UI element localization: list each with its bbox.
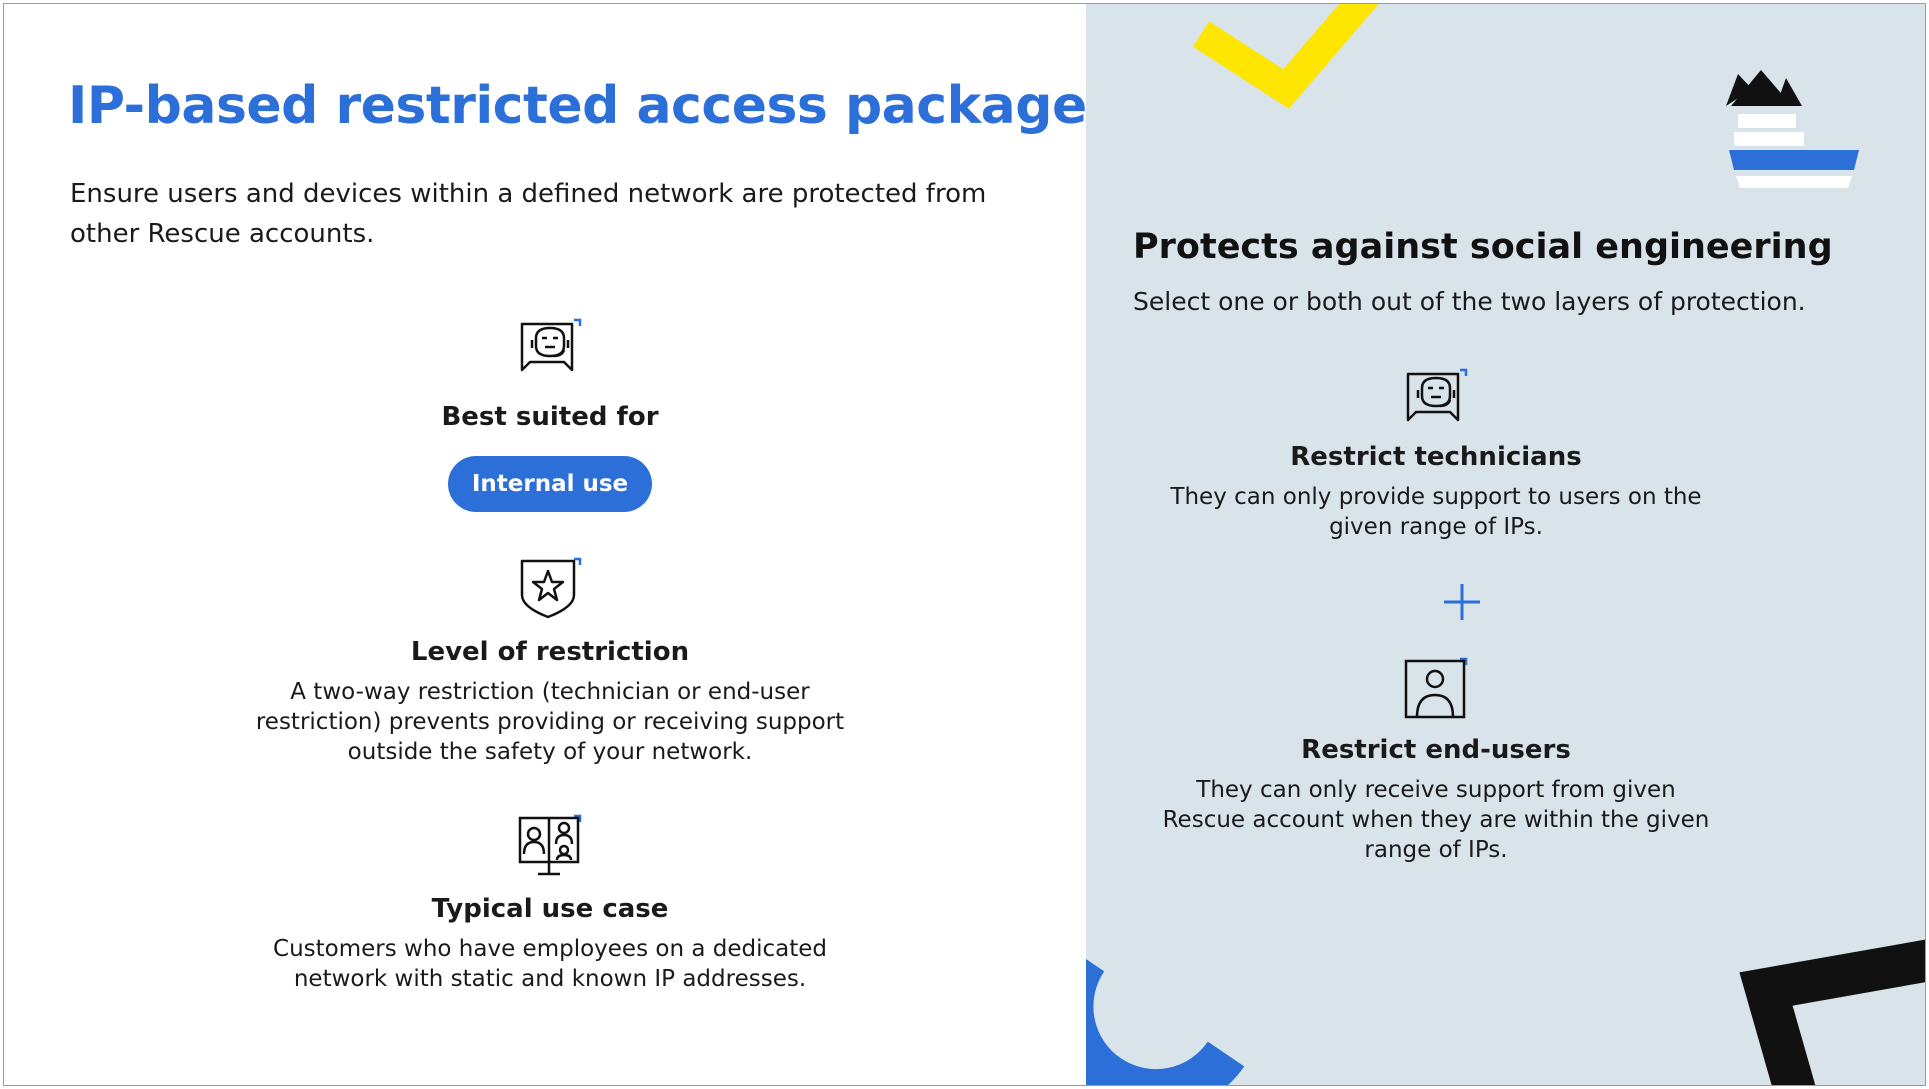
end-users-section: Restrict end-users They can only receive… <box>1156 657 1716 865</box>
restriction-heading: Level of restriction <box>410 637 690 667</box>
decorative-shapes <box>1086 4 1925 1085</box>
yellow-check-shape <box>1192 4 1379 109</box>
right-title: Protects against social engineering <box>1133 227 1833 267</box>
restriction-section: Level of restriction A two-way restricti… <box>250 555 850 767</box>
technicians-heading: Restrict technicians <box>1290 442 1582 472</box>
shield-star-icon <box>520 557 582 619</box>
monitor-users-icon <box>518 814 582 876</box>
use-case-description: Customers who have employees on a dedica… <box>273 936 827 992</box>
end-users-description: They can only receive support from given… <box>1162 777 1710 863</box>
technician-headset-icon <box>520 318 582 372</box>
technicians-section: Restrict technicians They can only provi… <box>1156 366 1716 542</box>
pyramid-logo-icon <box>1726 70 1859 188</box>
left-panel: IP-based restricted access package Ensur… <box>4 4 1087 1085</box>
end-users-heading: Restrict end-users <box>1301 735 1571 765</box>
use-case-heading: Typical use case <box>431 894 669 924</box>
technicians-description: They can only provide support to users o… <box>1170 484 1702 540</box>
blue-arc-shape <box>1086 959 1245 1085</box>
right-panel: Protects against social engineering Sele… <box>1086 4 1925 1085</box>
use-case-section: Typical use case Customers who have empl… <box>250 814 850 994</box>
plus-icon <box>1444 584 1480 620</box>
restriction-description: A two-way restriction (technician or end… <box>255 679 845 765</box>
best-suited-heading: Best suited for <box>441 402 659 432</box>
best-suited-section: Best suited for Internal use <box>300 316 800 512</box>
technician-headset-icon <box>1406 368 1468 422</box>
internal-use-badge: Internal use <box>447 456 653 512</box>
right-subtitle: Select one or both out of the two layers… <box>1133 287 1806 316</box>
black-corner-shape <box>1739 939 1925 1085</box>
user-profile-icon <box>1404 657 1468 719</box>
intro-text: Ensure users and devices within a define… <box>70 179 987 249</box>
page-title: IP-based restricted access package <box>68 76 1087 136</box>
slide: IP-based restricted access package Ensur… <box>3 3 1926 1086</box>
